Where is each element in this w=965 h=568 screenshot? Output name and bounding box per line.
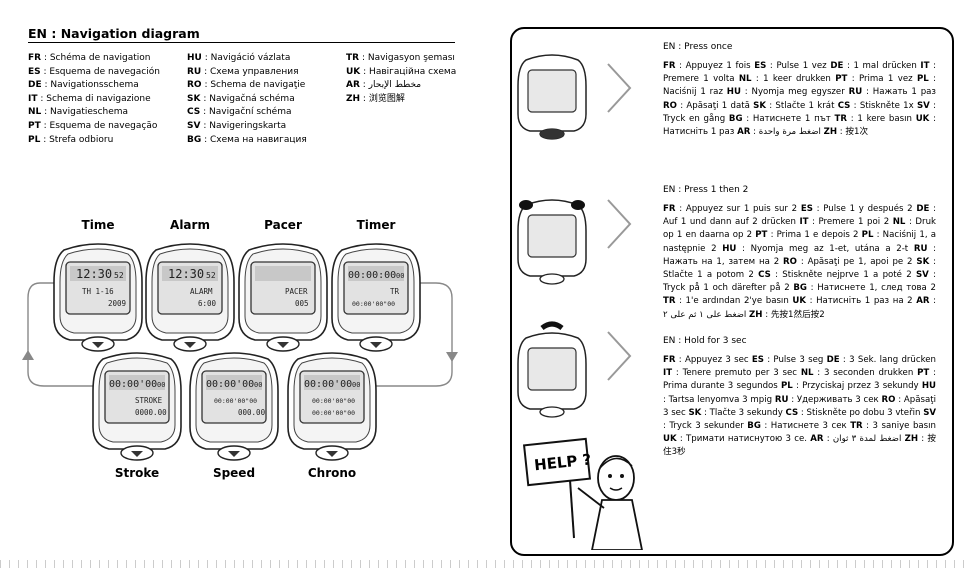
timer-display-main: 00:00:00 [348, 270, 396, 281]
translation-item: BG : Схема на навигация [187, 134, 307, 145]
step-heading: EN : Hold for 3 sec [663, 336, 747, 346]
mode-label-speed: Speed [212, 466, 256, 480]
pacer-display-label: PACER [285, 287, 308, 296]
navigation-diagram: 12:30 52 TH 1-16 2009 12:30 52 ALARM 6:0… [22, 243, 458, 461]
watch-stroke: 00:00'00 00 STROKE 0000.00 [92, 352, 182, 461]
mode-label-stroke: Stroke [114, 466, 160, 480]
translation-item: TR : Navigasyon şeması [346, 53, 455, 63]
chrono-display-main: 00:00'00 [304, 379, 352, 390]
translation-item: PT : Esquema de navegação [28, 120, 158, 131]
watch-press-1-then-2-icon [517, 199, 587, 285]
page-edge-marks [0, 560, 965, 568]
translation-item: AR : مخطط الإبحار [346, 80, 422, 91]
time-display-seconds: 52 [114, 271, 124, 280]
arrow-down-icon [446, 352, 458, 362]
watch-hold-3sec-icon [517, 321, 587, 418]
translation-item: DE : Navigationsschema [28, 80, 139, 91]
page-title: EN : Navigation diagram [28, 26, 200, 41]
title-divider [28, 42, 455, 43]
translation-item: IT : Schema di navigazione [28, 93, 151, 104]
step-translations: FR : Appuyez sur 1 puis sur 2 ES : Pulse… [663, 204, 937, 320]
panel-illustrations: HELP ? [517, 54, 643, 550]
step-translations: FR : Appuyez 1 fois ES : Pulse 1 vez DE … [663, 61, 937, 138]
translation-item: ES : Esquema de navegación [28, 66, 160, 77]
translation-item: FR : Schéma de navigation [28, 53, 151, 63]
translation-item: SK : Navigačná schéma [187, 93, 295, 104]
step-heading: EN : Press 1 then 2 [663, 185, 749, 195]
stroke-display-value: 0000.00 [135, 408, 167, 417]
stroke-display-hundredths: 00 [157, 381, 165, 389]
step-translations: FR : Appuyez 3 sec ES : Pulse 3 seg DE :… [663, 355, 937, 458]
time-display-main: 12:30 [76, 267, 112, 281]
translation-column-1: FR : Schéma de navigation ES : Esquema d… [28, 52, 160, 147]
help-sign-text: HELP ? [533, 450, 592, 474]
translation-item: RU : Схема управления [187, 66, 299, 77]
alarm-display-label: ALARM [190, 287, 213, 296]
mode-label-chrono: Chrono [307, 466, 357, 480]
watch-time: 12:30 52 TH 1-16 2009 [53, 243, 143, 352]
chrono-display-hundredths: 00 [352, 381, 360, 389]
translation-item: ZH : 浏览图解 [346, 93, 405, 104]
translation-column-2: HU : Navigáció vázlata RU : Схема управл… [187, 52, 307, 147]
translation-column-3: TR : Navigasyon şeması UK : Навігаційна … [346, 52, 456, 106]
mode-label-time: Time [81, 218, 115, 232]
translation-item: SV : Navigeringskarta [187, 120, 287, 131]
chevron-right-icon [607, 331, 632, 381]
step-heading: EN : Press once [663, 42, 733, 52]
speed-display-main: 00:00'00 [206, 379, 254, 390]
chevron-right-icon [607, 63, 632, 113]
mode-label-alarm: Alarm [170, 218, 210, 232]
chrono-display-split: 00:00'00"00 [312, 409, 355, 417]
watch-pacer: PACER 005 [238, 243, 328, 352]
translation-item: HU : Navigáció vázlata [187, 53, 291, 63]
translation-item: CS : Navigační schéma [187, 107, 292, 118]
time-display-year: 2009 [108, 299, 126, 308]
alarm-display-seconds: 52 [206, 271, 216, 280]
translation-item: NL : Navigatieschema [28, 107, 129, 118]
mode-label-timer: Timer [356, 218, 396, 232]
mode-label-pacer: Pacer [264, 218, 302, 232]
speed-display-value: 000.00 [238, 408, 266, 417]
help-character-illustration [522, 437, 643, 550]
stroke-display-main: 00:00'00 [109, 379, 157, 390]
timer-display-hundredths: 00 [396, 272, 404, 280]
timer-display-label: TR [390, 287, 400, 296]
speed-display-hundredths: 00 [254, 381, 262, 389]
pacer-display-value: 005 [295, 299, 309, 308]
step-press-1-then-2: EN : Press 1 then 2 FR : Appuyez sur 1 p… [663, 185, 936, 322]
alarm-display-main: 12:30 [168, 267, 204, 281]
watch-alarm: 12:30 52 ALARM 6:00 [145, 243, 235, 352]
translation-item: RO : Schema de navigaţie [187, 80, 306, 91]
arrow-up-icon [22, 350, 34, 360]
alarm-display-time: 6:00 [198, 299, 217, 308]
time-display-date: TH 1-16 [82, 287, 114, 296]
timer-display-value: 00:00'00"00 [352, 300, 395, 308]
stroke-display-label: STROKE [135, 396, 163, 405]
step-hold-3sec: EN : Hold for 3 sec FR : Appuyez 3 sec E… [663, 336, 936, 460]
chrono-display-lap: 00:00'00"00 [312, 397, 355, 405]
watch-timer: 00:00:00 00 TR 00:00'00"00 [331, 243, 421, 352]
chevron-right-icon [607, 199, 632, 249]
speed-display-lap: 00:00'00"00 [214, 397, 257, 405]
step-press-once: EN : Press once FR : Appuyez 1 fois ES :… [663, 42, 936, 139]
watch-press-once-icon [517, 54, 587, 140]
translation-item: UK : Навігаційна схема [346, 66, 457, 77]
translation-item: PL : Strefa odbioru [28, 134, 114, 145]
watch-speed: 00:00'00 00 00:00'00"00 000.00 [189, 352, 279, 461]
watch-chrono: 00:00'00 00 00:00'00"00 00:00'00"00 [287, 352, 377, 461]
